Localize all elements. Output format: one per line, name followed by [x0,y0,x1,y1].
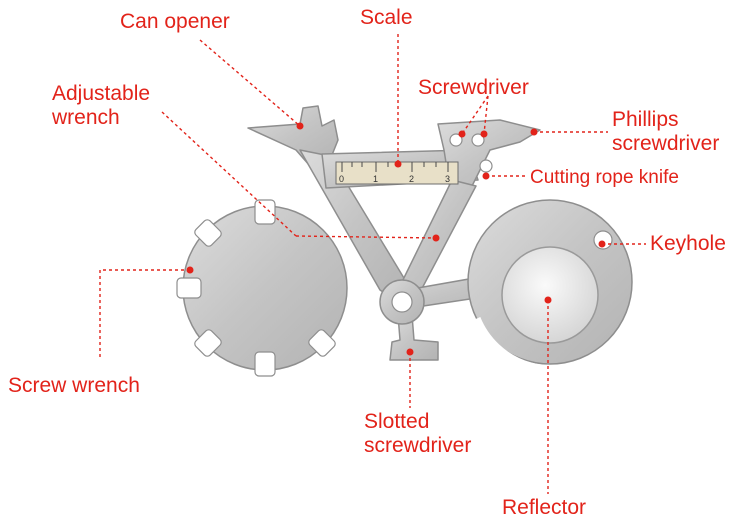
screwdriver-hole [449,133,463,147]
label-adjustable-wrench-line1: Adjustable [52,82,151,105]
scale-tick-label: 0 [339,174,344,184]
label-slotted-line1: Slotted [364,410,430,433]
label-cutting-rope-knife: Cutting rope knife [530,167,679,188]
leader-can-opener [199,39,301,127]
label-phillips-line2: screwdriver [612,132,720,155]
leader-adjustable-wrench-b [295,235,437,239]
screw-wrench-gear [176,199,348,377]
keyhole-hole [593,230,613,250]
label-can-opener: Can opener [120,10,230,33]
label-screwdriver: Screwdriver [418,76,529,99]
label-adjustable-wrench-line2: wrench [52,106,120,129]
scale-tick-label: 2 [409,174,414,184]
label-phillips-line1: Phillips [612,108,679,131]
screwdriver-hole [471,133,485,147]
rope-knife-hole [479,159,493,173]
reflector-lens [501,246,599,344]
chainring-hole [391,291,413,313]
label-slotted-line2: screwdriver [364,434,472,457]
label-reflector: Reflector [502,496,587,519]
label-scale: Scale [360,6,413,29]
scale-tick-label: 3 [445,174,450,184]
leader-adjustable-wrench-a [161,111,297,237]
leader-lines [99,34,646,494]
label-screw-wrench: Screw wrench [8,374,140,397]
scale-tick-label: 1 [373,174,378,184]
leader-screwdriver-a [461,95,489,135]
leader-screwdriver-b [483,95,489,135]
rear-wheel [467,199,633,371]
label-keyhole: Keyhole [650,232,726,255]
leader-endpoints [186,122,606,356]
